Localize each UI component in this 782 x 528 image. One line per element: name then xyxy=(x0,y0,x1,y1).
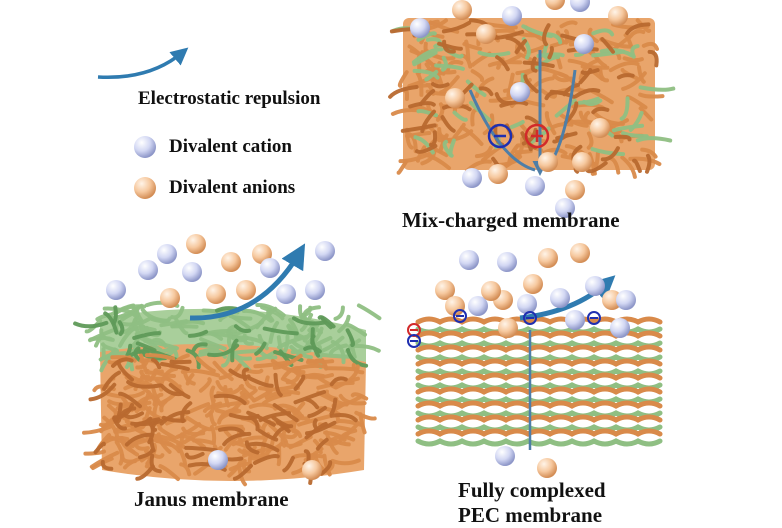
divalent-anion xyxy=(545,0,565,10)
divalent-cation xyxy=(410,18,430,38)
divalent-cation xyxy=(182,262,202,282)
divalent-anion xyxy=(221,252,241,272)
green-fiber xyxy=(480,53,509,55)
divalent-cation xyxy=(502,6,522,26)
divalent-anion xyxy=(590,118,610,138)
green-fiber xyxy=(638,138,670,140)
divalent-anion xyxy=(538,248,558,268)
pec-membrane xyxy=(418,319,660,444)
divalent-anion xyxy=(523,274,543,294)
divalent-cation xyxy=(276,284,296,304)
orange-fiber xyxy=(466,42,468,59)
divalent-anion xyxy=(206,284,226,304)
divalent-cation xyxy=(462,168,482,188)
divalent-anion xyxy=(498,318,518,338)
legend-cation-icon xyxy=(134,136,156,158)
divalent-anion xyxy=(302,460,322,480)
orange-layer xyxy=(418,417,660,420)
divalent-anion xyxy=(572,152,592,172)
legend-repulsion-arrow xyxy=(98,52,183,77)
divalent-anion xyxy=(186,234,206,254)
divalent-anion xyxy=(608,6,628,26)
divalent-anion xyxy=(538,152,558,172)
divalent-cation xyxy=(517,294,537,314)
divalent-anion xyxy=(537,458,557,478)
orange-fiber xyxy=(399,162,406,173)
divalent-cation xyxy=(570,0,590,12)
orange-layer xyxy=(418,361,660,364)
orange-fiber xyxy=(212,388,214,401)
green-fiber xyxy=(544,45,546,57)
divalent-cation xyxy=(565,310,585,330)
divalent-anion xyxy=(488,164,508,184)
divalent-cation xyxy=(525,176,545,196)
divalent-cation xyxy=(459,250,479,270)
divalent-cation xyxy=(610,318,630,338)
mix-charged-membrane xyxy=(390,18,673,177)
divalent-anion xyxy=(452,0,472,20)
green-fiber xyxy=(75,323,106,326)
green-fiber xyxy=(641,87,674,89)
mix-membrane-caption: Mix-charged membrane xyxy=(402,208,620,233)
divalent-cation xyxy=(260,258,280,278)
janus-membrane-caption: Janus membrane xyxy=(134,487,289,512)
legend-cation-label: Divalent cation xyxy=(169,136,292,158)
green-fiber xyxy=(359,306,380,319)
green-fiber xyxy=(234,317,251,319)
orange-fiber xyxy=(619,75,633,77)
orange-layer xyxy=(418,347,660,350)
pec-membrane-caption-line2: PEC membrane xyxy=(458,503,602,528)
legend-repulsion-label: Electrostatic repulsion xyxy=(138,88,320,110)
orange-fiber xyxy=(433,84,448,86)
divalent-anion xyxy=(570,243,590,263)
divalent-cation xyxy=(305,280,325,300)
divalent-anion xyxy=(445,88,465,108)
divalent-cation xyxy=(208,450,228,470)
orange-layer xyxy=(418,389,660,392)
divalent-cation xyxy=(616,290,636,310)
divalent-cation xyxy=(106,280,126,300)
green-layer xyxy=(418,441,660,444)
divalent-cation xyxy=(550,288,570,308)
divalent-cation xyxy=(315,241,335,261)
orange-fiber xyxy=(647,156,649,172)
divalent-cation xyxy=(495,446,515,466)
orange-fiber xyxy=(308,360,323,362)
divalent-anion xyxy=(481,281,501,301)
divalent-cation xyxy=(138,260,158,280)
green-fiber xyxy=(336,308,343,319)
divalent-cation xyxy=(497,252,517,272)
divalent-anion xyxy=(236,280,256,300)
divalent-cation xyxy=(585,276,605,296)
orange-layer xyxy=(418,431,660,434)
divalent-cation xyxy=(157,244,177,264)
orange-fiber xyxy=(186,448,216,450)
divalent-anion xyxy=(476,24,496,44)
divalent-cation xyxy=(574,34,594,54)
divalent-cation xyxy=(510,82,530,102)
pec-membrane-caption-line1: Fully complexed xyxy=(458,478,606,503)
green-fiber xyxy=(114,307,116,323)
orange-layer xyxy=(418,375,660,378)
orange-fiber xyxy=(328,368,357,369)
orange-layer xyxy=(418,403,660,406)
divalent-anion xyxy=(160,288,180,308)
divalent-anion xyxy=(565,180,585,200)
legend-anion-label: Divalent anions xyxy=(169,177,295,199)
orange-fiber xyxy=(640,95,662,97)
legend-anion-icon xyxy=(134,177,156,199)
orange-fiber xyxy=(405,90,407,99)
